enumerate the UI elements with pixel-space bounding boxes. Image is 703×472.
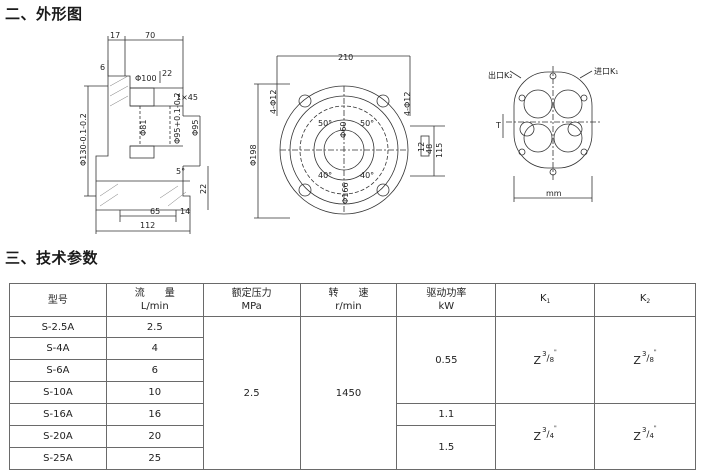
model-cell: S-6A <box>9 359 107 382</box>
flow-cell: 4 <box>105 337 204 360</box>
model-cell: S-2.5A <box>9 316 107 338</box>
dim-81: Φ81 <box>139 120 148 136</box>
flow-cell: 6 <box>105 359 204 382</box>
dim-22b: 22 <box>199 184 208 194</box>
dim-112: 112 <box>140 221 155 230</box>
dim-17: 17 <box>110 31 120 40</box>
front-view-drawing <box>254 55 445 219</box>
side-view-hatch <box>99 75 187 207</box>
dim-60: Φ60 <box>339 122 348 138</box>
dim-115: 115 <box>435 143 444 158</box>
power-cell: 1.5 <box>396 425 497 470</box>
inlet-k1-label: 进口K₁ <box>594 67 618 76</box>
power-cell: 0.55 <box>396 316 497 404</box>
header-k1: K1 <box>495 283 596 317</box>
dim-48: 48 <box>425 144 434 154</box>
table-row: S-6A 6 <box>9 359 696 382</box>
model-cell: S-4A <box>9 337 107 360</box>
speed-cell: 1450 <box>299 316 398 470</box>
dim-t: T <box>495 121 501 130</box>
dim-40b: 40° <box>360 171 374 180</box>
dim-4012a: 4-Φ12 <box>269 90 278 114</box>
flow-cell: 25 <box>105 447 204 470</box>
table-row: S-10A 10 <box>9 381 696 404</box>
dim-5: 5° <box>176 167 185 176</box>
flow-cell: 16 <box>105 403 204 426</box>
outline-section-title: 二、外形图 <box>5 5 83 23</box>
flow-cell: 10 <box>105 381 204 404</box>
dim-70: 70 <box>145 31 155 40</box>
dim-145: 1×45 <box>176 93 198 102</box>
side-view-drawing <box>84 36 209 234</box>
dim-6: 6 <box>100 63 105 72</box>
header-k2: K2 <box>594 283 696 317</box>
params-section-title: 三、技术参数 <box>5 249 99 267</box>
dim-166: Φ166 <box>341 182 350 204</box>
dim-40a: 40° <box>318 171 332 180</box>
dim-130: Φ130-0.1-0.2 <box>79 113 88 166</box>
model-cell: S-16A <box>9 403 107 426</box>
table-row: S-25A 25 <box>9 447 696 470</box>
dim-mm: mm <box>546 189 562 198</box>
dim-12: 12 <box>417 142 426 152</box>
dim-95: Φ95 <box>191 120 200 136</box>
outline-drawings: 17 70 6 Φ100 22 Φ130-0.1-0.2 Φ81 1×45 Φ9… <box>79 31 618 234</box>
power-cell: 1.1 <box>396 403 497 426</box>
dim-210: 210 <box>338 53 353 62</box>
pressure-cell: 2.5 <box>202 316 301 470</box>
dim-95s: Φ95+0.1-0.2 <box>173 92 182 144</box>
dim-50b: 50° <box>360 119 374 128</box>
dim-50a: 50° <box>318 119 332 128</box>
flow-cell: 2.5 <box>105 316 204 338</box>
dim-4012b: 4-Φ12 <box>403 92 412 116</box>
model-cell: S-25A <box>9 447 107 470</box>
dim-65: 65 <box>150 207 160 216</box>
pump-view-drawing <box>502 66 602 202</box>
outlet-k2-label: 出口K₂ <box>488 70 512 80</box>
model-cell: S-20A <box>9 425 107 448</box>
dim-198: Φ198 <box>249 144 258 166</box>
dim-22a: 22 <box>162 69 172 78</box>
dim-14: 14 <box>180 207 190 216</box>
dim-100: Φ100 <box>135 74 157 83</box>
model-cell: S-10A <box>9 381 107 404</box>
header-model: 型号 <box>9 283 107 317</box>
table-row: S-20A 20 1.5 <box>9 425 696 470</box>
flow-cell: 20 <box>105 425 204 448</box>
